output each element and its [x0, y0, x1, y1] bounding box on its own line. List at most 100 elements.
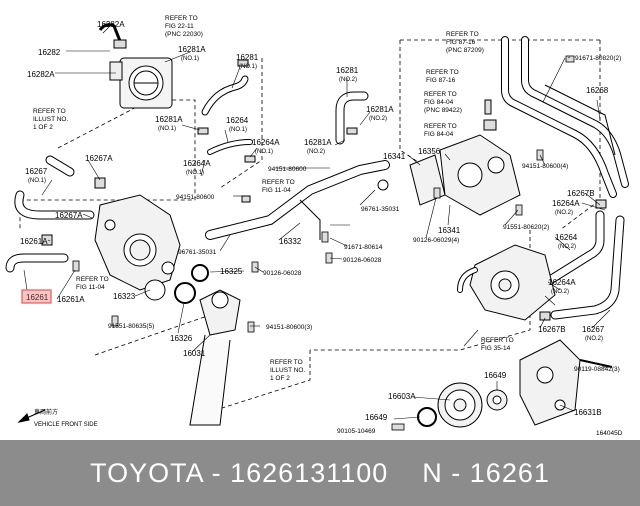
diagram-id: 164045D	[596, 430, 623, 437]
label-16267: 16267	[25, 167, 48, 176]
label-90105-10469: 90105-10469	[337, 428, 376, 435]
vehicle-front-label: VEHICLE FRONT SIDE	[34, 422, 98, 428]
heater-pipes-16268	[501, 36, 629, 198]
label-91671-80614: 91671-80614	[344, 244, 383, 251]
label-90126-06028-2: 90126-06028	[343, 257, 382, 264]
label-90119-08842: 90119-08842(3)	[574, 366, 620, 373]
qty-16281: (NO.1)	[239, 64, 257, 70]
footer-bar: TOYOTA - 1626131100 N - 16261	[0, 440, 640, 506]
coolant-pipe-16332	[205, 160, 390, 240]
label-16264A-r2: 16264A	[548, 278, 576, 287]
label-94151-80600-2: 94151-80600	[176, 194, 215, 201]
label-16282: 16282	[38, 48, 61, 57]
ref-fig-87-16-a: REFER TO FIG 87-16 (PNC 87209)	[446, 31, 484, 54]
label-94151-80600-4: 94151-80600(4)	[522, 163, 568, 170]
bolt-labels: 94151-80600 94151-80600 94151-80600(4) 9…	[108, 55, 621, 435]
vehicle-front-label-jp: 車両前方	[34, 408, 58, 416]
qty-16267: (NO.1)	[28, 178, 46, 184]
label-16281A-top: 16281A	[178, 45, 206, 54]
ref-fig-84-04-b: REFER TO FIG 84-04	[424, 123, 458, 138]
label-94151-80600: 94151-80600	[268, 166, 307, 173]
qty-16281A-r: (NO.2)	[369, 116, 387, 122]
label-90126-06028: 90126-06028	[263, 270, 302, 277]
label-16267B-2: 16267B	[538, 325, 566, 334]
qty-16281A-mid: (NO.1)	[158, 126, 176, 132]
label-16631B: 16631B	[574, 408, 602, 417]
label-16264-mid: 16264	[226, 116, 249, 125]
label-16267-r: 16267	[582, 325, 605, 334]
label-16264A-r: 16264A	[552, 199, 580, 208]
label-16031: 16031	[183, 349, 206, 358]
label-16603A: 16603A	[388, 392, 416, 401]
label-16281-r: 16281	[336, 66, 359, 75]
bracket-16631B	[519, 339, 613, 426]
label-16649-2: 16649	[365, 413, 388, 422]
label-16281A-mid: 16281A	[155, 115, 183, 124]
label-16649: 16649	[484, 371, 507, 380]
water-outlet-housing	[94, 194, 181, 301]
label-16267B: 16267B	[567, 189, 595, 198]
label-16341: 16341	[383, 152, 406, 161]
water-inlet-16031	[189, 289, 241, 426]
label-16264A-mid: 16264A	[252, 138, 280, 147]
label-16267A: 16267A	[85, 154, 113, 163]
label-16325: 16325	[220, 267, 243, 276]
o-rings	[174, 264, 437, 427]
qty-16264A-low: (NO.1)	[186, 170, 204, 176]
ref-fig-35-14: REFER TO FIG 35-14	[481, 337, 515, 352]
qty-16281-r: (NO.2)	[339, 77, 357, 83]
label-96761-35031: 96761-35031	[361, 206, 400, 213]
footer-part-number: TOYOTA - 1626131100 N - 16261	[90, 457, 550, 488]
ref-fig-22-11: REFER TO FIG 22-11 (PNC 22030)	[165, 15, 203, 38]
refer-notes: REFER TO FIG 22-11 (PNC 22030) REFER TO …	[33, 15, 515, 382]
label-16264-r: 16264	[555, 233, 578, 242]
label-16261A-2: 16261A	[57, 295, 85, 304]
qty-16267-r: (NO.2)	[585, 336, 603, 342]
pulley-16603A	[437, 382, 508, 428]
ref-fig-11-04-a: REFER TO FIG 11-04	[262, 179, 296, 194]
label-16281: 16281	[236, 53, 259, 62]
hose-no2	[335, 91, 369, 145]
water-pump	[457, 244, 556, 321]
label-16326: 16326	[170, 334, 193, 343]
label-16282A: 16282A	[27, 70, 55, 79]
label-16268: 16268	[586, 86, 609, 95]
qty-16281A-r2: (NO.2)	[307, 149, 325, 155]
label-91551-80635: 91551-80635(5)	[108, 323, 154, 330]
label-91671-80820: 91671-80820(2)	[575, 55, 621, 62]
ref-fig-84-04-a: REFER TO FIG 84-04 (PNC 89422)	[424, 91, 462, 114]
label-16332: 16332	[279, 237, 302, 246]
part-labels: 16282A 16282 16282A 16281A (NO.1) 16281 …	[20, 20, 609, 422]
ref-illust-1: REFER TO ILLUST NO. 1 OF 2	[33, 108, 70, 131]
label-16282A-top: 16282A	[97, 20, 125, 29]
label-16264A-low: 16264A	[183, 159, 211, 168]
ref-fig-87-16-b: REFER TO FIG 87-16	[426, 69, 460, 84]
label-94151-80600-3: 94151-80600(3)	[266, 324, 312, 331]
hoses-right-no2	[539, 199, 625, 321]
label-16281A-r: 16281A	[366, 105, 394, 114]
qty-16281A-top: (NO.1)	[181, 56, 199, 62]
label-16261A: 16261A	[20, 237, 48, 246]
label-96761-35031-2: 96761-35031	[178, 249, 217, 256]
label-16281A-r2: 16281A	[304, 138, 332, 147]
label-90126-06029: 90126-06029(4)	[413, 237, 459, 244]
hoses-no1	[197, 59, 256, 163]
ref-fig-11-04-b: REFER TO FIG 11-04	[76, 276, 110, 291]
label-16261: 16261	[26, 293, 49, 302]
qty-16264A-r2: (NO.2)	[551, 289, 569, 295]
qty-16264-r: (NO.2)	[558, 244, 576, 250]
label-16341-2: 16341	[438, 226, 461, 235]
label-16356: 16356	[418, 147, 441, 156]
leader-lines	[23, 22, 612, 420]
qty-16264A-mid: (NO.1)	[255, 149, 273, 155]
ref-illust-2: REFER TO ILLUST NO. 1 OF 2	[270, 359, 307, 382]
qty-16264-mid: (NO.1)	[229, 127, 247, 133]
hoses-left	[5, 155, 106, 273]
pump-housing-16341	[409, 99, 521, 216]
highlight-box-16261	[21, 289, 52, 304]
qty-16264A-r: (NO.2)	[555, 210, 573, 216]
throttle-body	[98, 23, 173, 109]
label-16323: 16323	[113, 292, 136, 301]
parts-diagram: 16282A 16282 16282A 16281A (NO.1) 16281 …	[5, 15, 629, 437]
